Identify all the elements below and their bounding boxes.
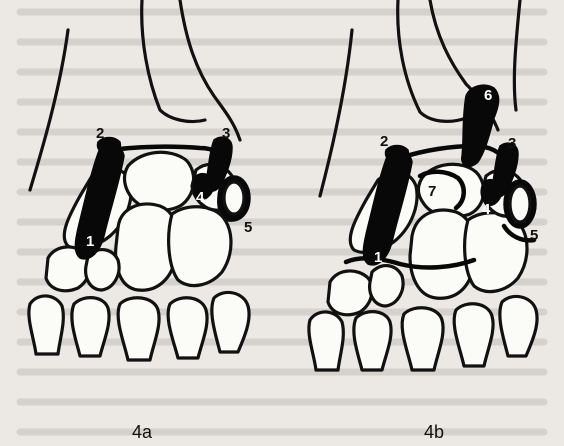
label-3-4a: 3 (222, 125, 230, 142)
metacarpal-1-4a (29, 296, 63, 354)
ligament-band-4b (400, 146, 504, 160)
metacarpal-5-4b (500, 296, 537, 356)
trapezium-4b (328, 271, 372, 315)
caption-4b: 4b (424, 422, 444, 442)
metacarpal-3-4b (402, 308, 443, 370)
ulna-shaft-4b (514, 0, 520, 110)
metacarpal-4-4a (168, 298, 207, 358)
lunate-4a (125, 152, 194, 210)
ligament-5-core-4b (510, 186, 530, 222)
label-1-4a: 1 (86, 233, 94, 250)
metacarpal-2-4a (72, 298, 109, 356)
label-2-4a: 2 (96, 125, 104, 142)
ligament-5-core-4a (224, 182, 244, 214)
label-7-4b: 7 (428, 183, 436, 200)
radius-outline-4b (320, 30, 352, 196)
caption-4a: 4a (132, 422, 153, 442)
label-5-4a: 5 (244, 219, 252, 236)
metacarpal-4-4b (454, 304, 493, 366)
label-5-4b: 5 (530, 227, 538, 244)
label-3-4b: 3 (508, 135, 516, 152)
label-2-4b: 2 (380, 133, 388, 150)
trapezoid-4b (370, 266, 403, 306)
metacarpal-3-4a (118, 298, 159, 360)
label-4-4a: 4 (196, 189, 205, 206)
metacarpal-2-4b (354, 312, 391, 370)
label-4-4b: 4 (482, 201, 491, 218)
ligament-6-4b (462, 85, 499, 166)
metacarpal-1-4b (309, 312, 343, 370)
radius-outline-4a (30, 30, 68, 190)
label-6-4b: 6 (484, 87, 492, 104)
hamate-4a (169, 207, 231, 286)
label-1-4b: 1 (374, 249, 382, 266)
